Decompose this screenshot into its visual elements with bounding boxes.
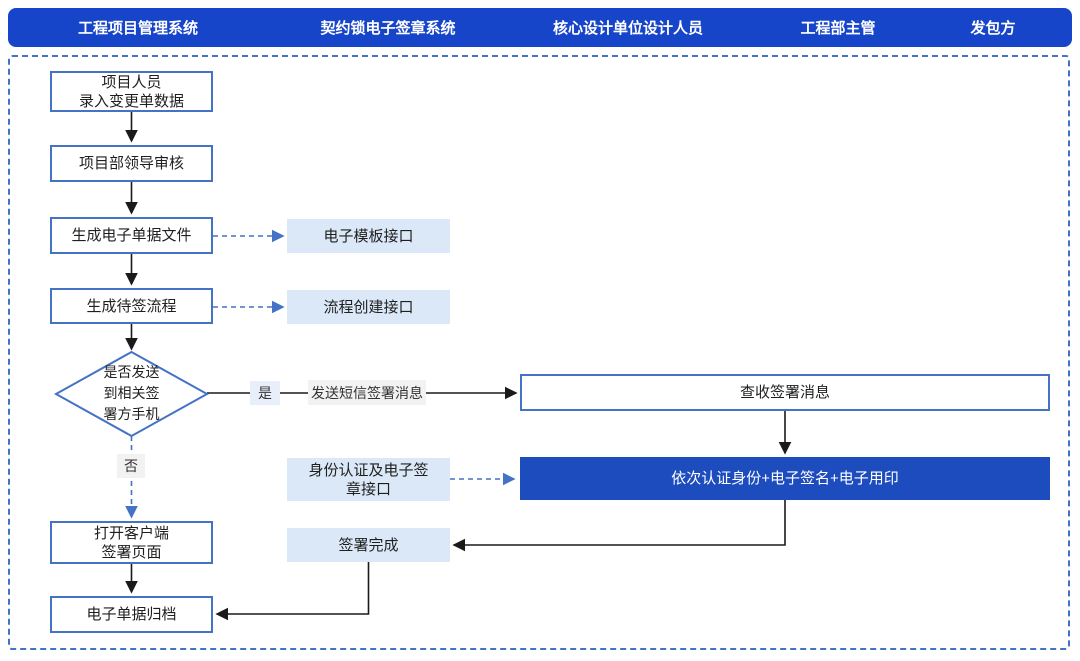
lane-esign-system: 契约锁电子签章系统 (288, 8, 488, 47)
node-text: 录入变更单数据 (78, 92, 184, 110)
lane-design-personnel: 核心设计单位设计人员 (518, 8, 738, 47)
label-text: 否 (124, 458, 138, 474)
lane-label: 工程部主管 (800, 20, 876, 37)
node-text: 签署完成 (338, 536, 399, 554)
node-process-create-api: 流程创建接口 (287, 290, 450, 324)
node-open-client: 打开客户端 签署页面 (50, 521, 213, 564)
decision-line: 署方手机 (103, 406, 160, 422)
node-text: 生成待签流程 (86, 297, 177, 315)
node-text: 打开客户端 (93, 524, 169, 542)
flowchart-frame (8, 55, 1070, 650)
lane-label: 发包方 (970, 20, 1016, 37)
node-generate-process: 生成待签流程 (50, 288, 213, 324)
node-sign-done: 签署完成 (287, 528, 450, 562)
node-receive-message: 查收签署消息 (520, 374, 1050, 411)
node-text: 章接口 (345, 480, 391, 498)
node-archive: 电子单据归档 (50, 596, 213, 633)
lane-contract-issuer: 发包方 (923, 8, 1063, 47)
decision-line: 到相关签 (103, 385, 160, 401)
node-text: 流程创建接口 (323, 298, 414, 316)
node-text: 电子单据归档 (86, 606, 177, 623)
node-text: 签署页面 (101, 543, 162, 561)
label-yes: 是 (250, 381, 280, 405)
node-auth-api: 身份认证及电子签 章接口 (287, 458, 450, 501)
node-text: 生成电子单据文件 (71, 227, 192, 244)
lane-label: 契约锁电子签章系统 (320, 20, 456, 37)
lane-label: 核心设计单位设计人员 (552, 20, 703, 37)
label-send-sms: 发送短信签署消息 (308, 380, 426, 405)
lane-label: 工程项目管理系统 (77, 20, 198, 37)
node-text: 依次认证身份+电子签名+电子用印 (671, 470, 899, 487)
decision-text: 是否发送 到相关签 署方手机 (66, 362, 197, 425)
node-text: 项目部领导审核 (78, 155, 184, 172)
node-template-api: 电子模板接口 (287, 219, 450, 253)
node-text: 项目人员 (101, 73, 162, 91)
label-no: 否 (117, 454, 145, 478)
node-generate-file: 生成电子单据文件 (50, 217, 213, 254)
decision-line: 是否发送 (103, 364, 160, 380)
lane-engineering-supervisor: 工程部主管 (753, 8, 923, 47)
node-enter-change-data: 项目人员 录入变更单数据 (50, 71, 213, 112)
lane-project-management-system: 工程项目管理系统 (38, 8, 238, 47)
node-text: 查收签署消息 (739, 384, 830, 401)
node-leader-review: 项目部领导审核 (50, 145, 213, 182)
label-text: 是 (258, 385, 272, 401)
swimlane-header: 工程项目管理系统 契约锁电子签章系统 核心设计单位设计人员 工程部主管 发包方 (8, 8, 1072, 47)
node-text: 电子模板接口 (323, 227, 414, 245)
node-text: 身份认证及电子签 (308, 461, 429, 479)
label-text: 发送短信签署消息 (311, 384, 423, 401)
node-auth-steps: 依次认证身份+电子签名+电子用印 (520, 457, 1050, 500)
